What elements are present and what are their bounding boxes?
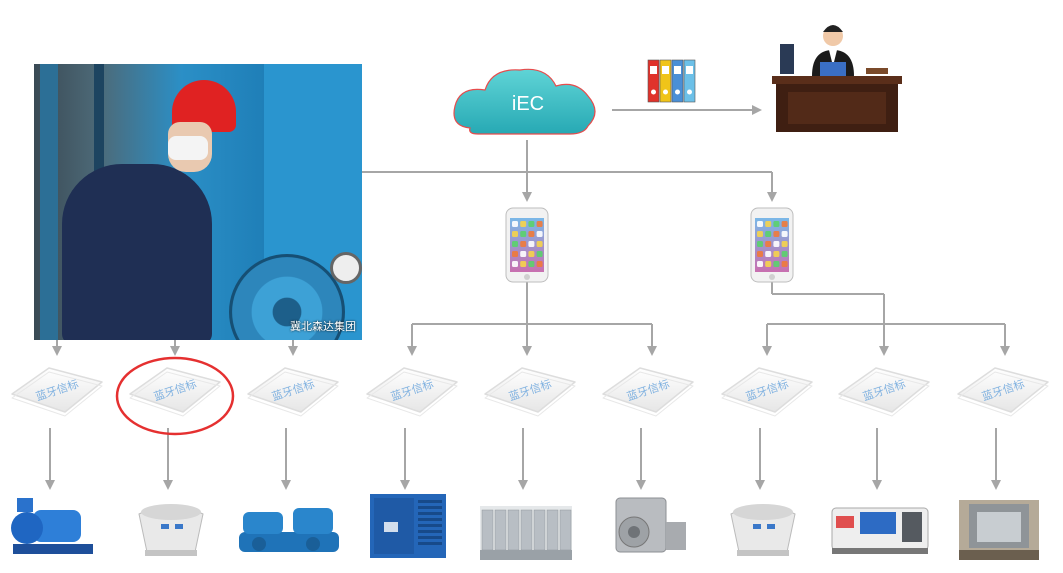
bluetooth-beacon-icon: 蓝牙信标 xyxy=(602,367,694,417)
bluetooth-beacon-icon: 蓝牙信标 xyxy=(484,367,576,417)
cooling-tower-icon xyxy=(138,504,204,556)
smartphone-icon xyxy=(750,207,794,283)
bluetooth-beacon-icon: 蓝牙信标 xyxy=(721,367,813,417)
smartphone-icon xyxy=(505,207,549,283)
highlight-circle xyxy=(115,356,235,436)
industrial-machine-icon xyxy=(959,500,1039,560)
binder-icon xyxy=(659,59,672,103)
binder-icon xyxy=(671,59,684,103)
screw-chiller-icon xyxy=(239,508,339,552)
bluetooth-beacon-icon: 蓝牙信标 xyxy=(838,367,930,417)
bluetooth-beacon-icon: 蓝牙信标 xyxy=(247,367,339,417)
worker-photo: 冀北森达集团 xyxy=(34,64,362,340)
industrial-fan-icon xyxy=(615,497,686,553)
switchgear-room-icon xyxy=(480,506,572,560)
binders-icon xyxy=(647,59,696,103)
cnc-lathe-icon xyxy=(831,507,929,554)
bluetooth-beacon-icon: 蓝牙信标 xyxy=(11,367,103,417)
phones-group xyxy=(505,207,794,283)
devices-group xyxy=(11,494,1039,560)
bluetooth-beacon-icon: 蓝牙信标 xyxy=(129,367,221,417)
air-compressor-icon xyxy=(370,494,446,558)
bluetooth-beacon-icon: 蓝牙信标 xyxy=(957,367,1049,417)
beacons-group: 蓝牙信标蓝牙信标蓝牙信标蓝牙信标蓝牙信标蓝牙信标蓝牙信标蓝牙信标蓝牙信标 xyxy=(11,367,1049,417)
cloud-icon: iEC xyxy=(453,68,596,135)
cooling-tower-icon xyxy=(730,504,796,556)
bluetooth-beacon-icon: 蓝牙信标 xyxy=(366,367,458,417)
binder-icon xyxy=(647,59,660,103)
centrifugal-pump-icon xyxy=(11,498,93,554)
manager-desk-icon xyxy=(772,25,902,132)
connection-lines xyxy=(45,140,1010,490)
binder-icon xyxy=(683,59,696,103)
cloud-label: iEC xyxy=(512,93,544,115)
photo-watermark: 冀北森达集团 xyxy=(290,321,356,333)
